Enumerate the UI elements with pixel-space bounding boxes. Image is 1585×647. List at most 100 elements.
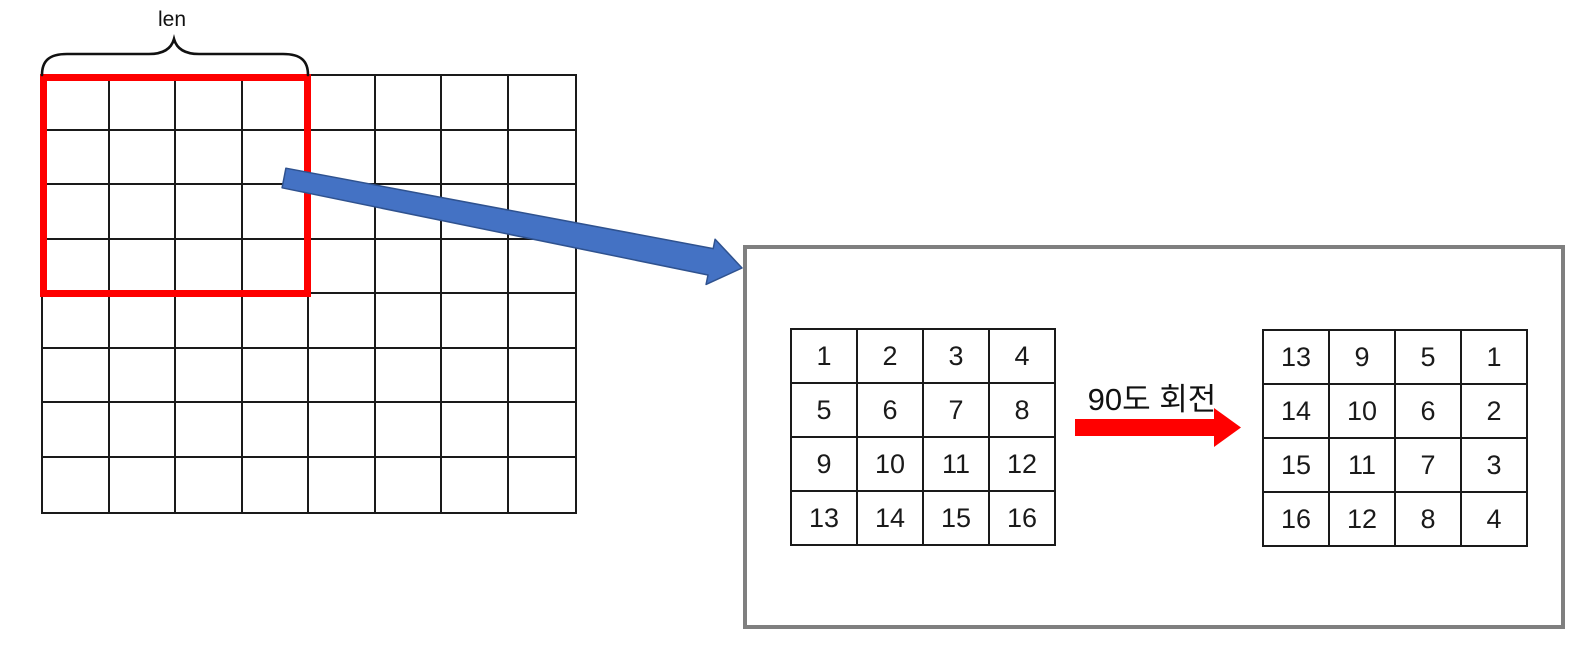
grid-cell — [43, 348, 110, 403]
grid-cell — [309, 130, 376, 185]
matrix-cell: 13 — [790, 490, 858, 546]
grid-cell — [109, 403, 176, 458]
matrix-cell: 15 — [1262, 437, 1330, 493]
grid-cell — [442, 76, 509, 131]
matrix-cell: 1 — [790, 328, 858, 384]
matrix-cell: 8 — [988, 382, 1056, 438]
grid-cell — [508, 185, 575, 240]
matrix-cell: 5 — [1394, 329, 1462, 385]
grid-cell — [309, 457, 376, 512]
grid-cell — [43, 294, 110, 349]
matrix-cell: 1 — [1460, 329, 1528, 385]
grid-cell — [176, 185, 243, 240]
grid-cell — [376, 457, 442, 512]
grid-cell — [309, 239, 376, 294]
grid-cell — [43, 403, 110, 458]
grid-cell — [375, 185, 442, 240]
grid-cell — [508, 131, 575, 185]
matrix-cell: 7 — [922, 382, 990, 438]
matrix-cell: 7 — [1394, 437, 1462, 493]
matrix-cell: 14 — [1262, 383, 1330, 439]
grid-cell — [508, 403, 575, 458]
matrix-cell: 11 — [1328, 437, 1396, 493]
matrix-cell: 2 — [1460, 383, 1528, 439]
len-brace-icon — [40, 34, 310, 77]
grid-cell — [176, 294, 243, 349]
grid-cell — [309, 185, 376, 240]
matrix-cell: 10 — [856, 436, 924, 492]
matrix-cell: 6 — [856, 382, 924, 438]
grid-cell — [109, 76, 176, 131]
grid-cell — [375, 239, 442, 294]
matrix-cell: 4 — [988, 328, 1056, 384]
grid-cell — [508, 349, 575, 403]
grid-cell — [309, 294, 376, 349]
grid-cell — [242, 294, 309, 349]
matrix-cell: 11 — [922, 436, 990, 492]
grid-cell — [176, 130, 243, 185]
matrix-cell: 12 — [1328, 491, 1396, 547]
grid-cell — [242, 403, 309, 458]
grid-cell — [176, 76, 243, 131]
grid-cell — [309, 348, 376, 403]
matrix-cell: 14 — [856, 490, 924, 546]
matrix-cell: 4 — [1460, 491, 1528, 547]
grid-cell — [109, 294, 176, 349]
rotation-label: 90도 회전 — [1087, 382, 1217, 417]
grid-cell — [43, 130, 110, 185]
grid-cell — [442, 294, 509, 349]
matrix-cell: 5 — [790, 382, 858, 438]
grid-cell — [109, 185, 176, 240]
grid-cell — [110, 457, 176, 512]
grid-cell — [375, 294, 442, 349]
grid-cell — [309, 76, 376, 131]
grid-cell — [309, 403, 376, 458]
len-label: len — [157, 8, 187, 31]
grid-cell — [442, 457, 509, 512]
matrix-cell: 16 — [1262, 491, 1330, 547]
grid-cell — [375, 76, 442, 131]
grid-cell — [43, 76, 110, 131]
matrix-cell: 12 — [988, 436, 1056, 492]
grid-cell — [508, 76, 575, 131]
grid-cell — [442, 185, 509, 240]
matrix-cell: 10 — [1328, 383, 1396, 439]
grid-cell — [442, 130, 509, 185]
matrix-cell: 16 — [988, 490, 1056, 546]
grid-cell — [375, 130, 442, 185]
grid-cell — [176, 348, 243, 403]
grid-cell — [442, 403, 509, 458]
grid-cell — [243, 457, 309, 512]
matrix-cell: 2 — [856, 328, 924, 384]
matrix-cell: 8 — [1394, 491, 1462, 547]
grid-cell — [375, 403, 442, 458]
grid-cell — [43, 457, 110, 512]
matrix-cell: 9 — [790, 436, 858, 492]
matrix-cell: 15 — [922, 490, 990, 546]
matrix-cell: 6 — [1394, 383, 1462, 439]
grid-cell — [176, 457, 243, 512]
grid-cell — [176, 403, 243, 458]
grid-cell — [442, 348, 509, 403]
grid-cell — [109, 130, 176, 185]
grid-cell — [43, 185, 110, 240]
grid-cell — [442, 239, 509, 294]
matrix-cell: 9 — [1328, 329, 1396, 385]
grid-cell — [242, 348, 309, 403]
selection-rectangle — [40, 74, 311, 297]
grid-cell — [109, 348, 176, 403]
matrix-cell: 3 — [1460, 437, 1528, 493]
grid-cell — [508, 240, 575, 294]
matrix-cell: 13 — [1262, 329, 1330, 385]
